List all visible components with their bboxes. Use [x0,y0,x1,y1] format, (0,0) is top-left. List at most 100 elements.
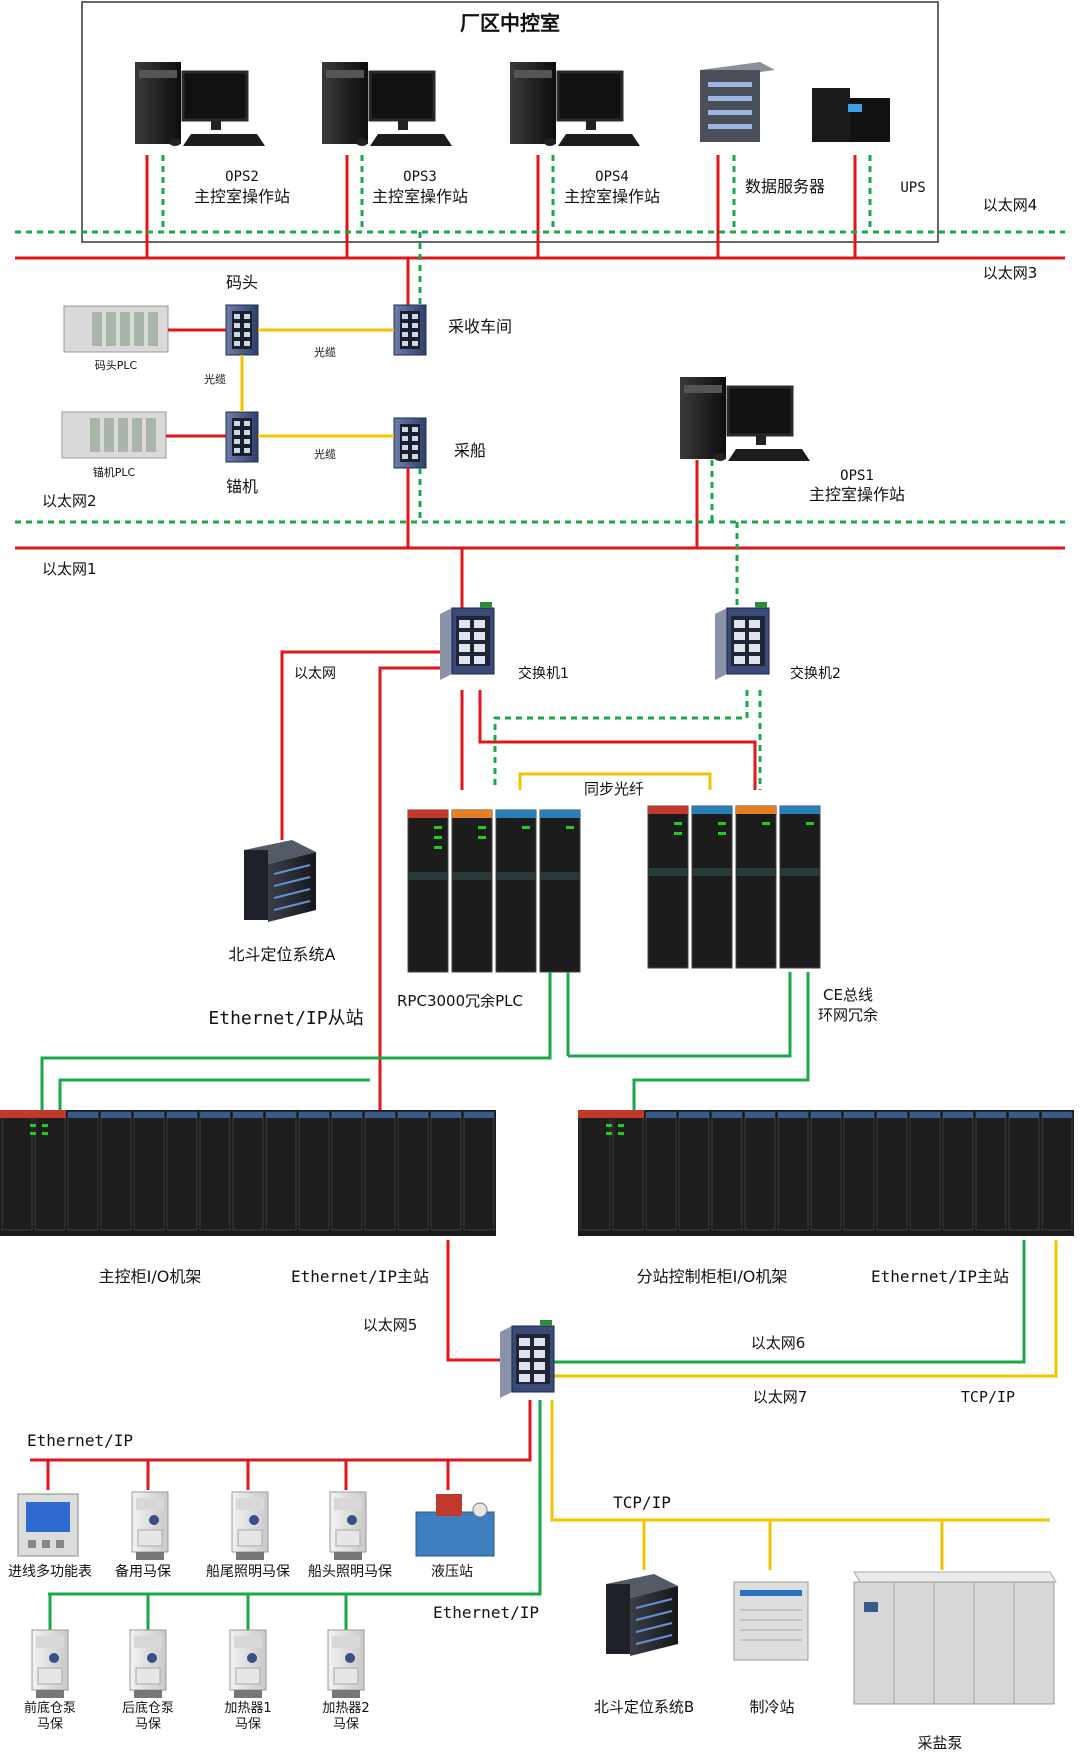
io-module [810,1111,842,1231]
redundant-plc-b [647,805,821,969]
io-module [744,1111,776,1231]
io-module [397,1111,429,1231]
device-row2-line1-2: 加热器1 [224,1701,271,1716]
sub-rack-label: 分站控制柜柜I/O机架 [637,1267,788,1286]
salt-pump-cabinet-icon [853,1571,1057,1705]
device-row2-line1-1: 后底仓泵 [122,1700,174,1716]
redundant-plc-a [407,809,581,973]
io-module [199,1111,231,1231]
caishou-label: 采收车间 [448,317,512,336]
ops2-computer-icon [133,60,267,148]
ops3-id: OPS3 [403,169,437,185]
power-meter-icon [17,1493,79,1557]
caichuan-label: 采船 [454,441,486,460]
ops3-name: 主控室操作站 [372,187,468,206]
sync-fiber-label: 同步光纤 [584,780,644,798]
switch2-icon [714,601,770,681]
device-right-label-0: 北斗定位系统B [594,1698,694,1716]
ring-redundancy-label: 环网冗余 [818,1006,878,1024]
io-module [1041,1111,1073,1231]
eth6-label: 以太网6 [751,1334,806,1352]
motor-protector-icon [31,1629,69,1699]
fiber-label-3: 光缆 [314,447,336,461]
eth4-label: 以太网4 [983,196,1038,214]
ops4-name: 主控室操作站 [564,187,660,206]
ethernet-label: 以太网 [294,666,336,682]
io-module [678,1111,710,1231]
chiller-icon [733,1581,809,1661]
ops1-computer-icon [678,375,812,463]
device-row2-line1-3: 加热器2 [322,1701,369,1716]
caichuan-switch-icon [393,417,427,469]
control-room-title: 厂区中控室 [460,11,560,35]
beidou-b-server-icon [605,1573,679,1657]
switch2-label: 交换机2 [790,665,841,682]
io-module [843,1111,875,1231]
main-rack-master-label: Ethernet/IP主站 [291,1267,429,1286]
tcpip-mid-label: TCP/IP [613,1493,671,1512]
matou-label: 码头 [226,273,258,292]
motor-protector-icon [231,1491,269,1561]
device-row1-label-3: 船头照明马保 [308,1564,392,1580]
switch1-label: 交换机1 [518,665,569,682]
maoji-plc-icon [61,411,167,459]
main-rack-label: 主控柜I/O机架 [99,1267,202,1286]
tcpip-right-label: TCP/IP [961,1388,1015,1406]
motor-protector-icon [229,1629,267,1699]
eth2-label: 以太网2 [42,492,97,510]
ops4-computer-icon [508,60,642,148]
beidou-a-label: 北斗定位系统A [229,945,336,964]
maoji-switch-icon [225,411,259,463]
ops1-name: 主控室操作站 [809,485,905,504]
eth5-label: 以太网5 [363,1316,418,1334]
device-right-label-2: 采盐泵 [917,1734,962,1752]
ops1-id: OPS1 [840,468,874,484]
data-server-label: 数据服务器 [745,177,825,196]
matou-plc-label: 码头PLC [95,359,138,372]
io-module [876,1111,908,1231]
device-row1-label-1: 备用马保 [115,1563,171,1580]
io-module [645,1111,677,1231]
eth1-label: 以太网1 [42,560,97,578]
sub-io-rack [578,1110,1074,1236]
io-module [612,1111,644,1231]
io-module [579,1111,611,1231]
io-module [331,1111,363,1231]
io-module [232,1111,264,1231]
io-module [777,1111,809,1231]
io-module [430,1111,462,1231]
motor-protector-icon [129,1629,167,1699]
device-row2-line2-3: 马保 [333,1717,359,1732]
eth7-label: 以太网7 [753,1388,808,1406]
io-module [1,1111,33,1231]
device-row1-label-0: 进线多功能表 [8,1563,92,1580]
io-module [909,1111,941,1231]
io-module [166,1111,198,1231]
ops3-computer-icon [320,60,454,148]
motor-protector-icon [329,1491,367,1561]
io-module [298,1111,330,1231]
control-room-frame [81,1,939,243]
device-right-label-1: 制冷站 [749,1698,794,1716]
motor-protector-icon [327,1629,365,1699]
device-row2-line1-0: 前底仓泵 [24,1700,76,1716]
io-module [711,1111,743,1231]
ups-label: UPS [900,180,925,196]
matou-plc-icon [63,305,169,353]
ethernet-ip-slave-label: Ethernet/IP从站 [208,1008,363,1029]
sub-rack-master-label: Ethernet/IP主站 [871,1267,1009,1286]
device-row2-line2-2: 马保 [235,1717,261,1732]
io-module [265,1111,297,1231]
ce-bus-label: CE总线 [823,986,873,1004]
plc-label: RPC3000冗余PLC [397,992,523,1010]
ethernet3-drops [145,155,857,258]
io-module [34,1111,66,1231]
ups-icon [812,88,890,142]
ops4-id: OPS4 [595,169,629,185]
beidou-a-server-icon [243,839,317,923]
ethernet4-drops [161,155,872,232]
fiber-label-2: 光缆 [204,372,226,386]
device-row2-line2-0: 马保 [37,1717,63,1732]
hydraulic-station-icon [415,1494,495,1557]
